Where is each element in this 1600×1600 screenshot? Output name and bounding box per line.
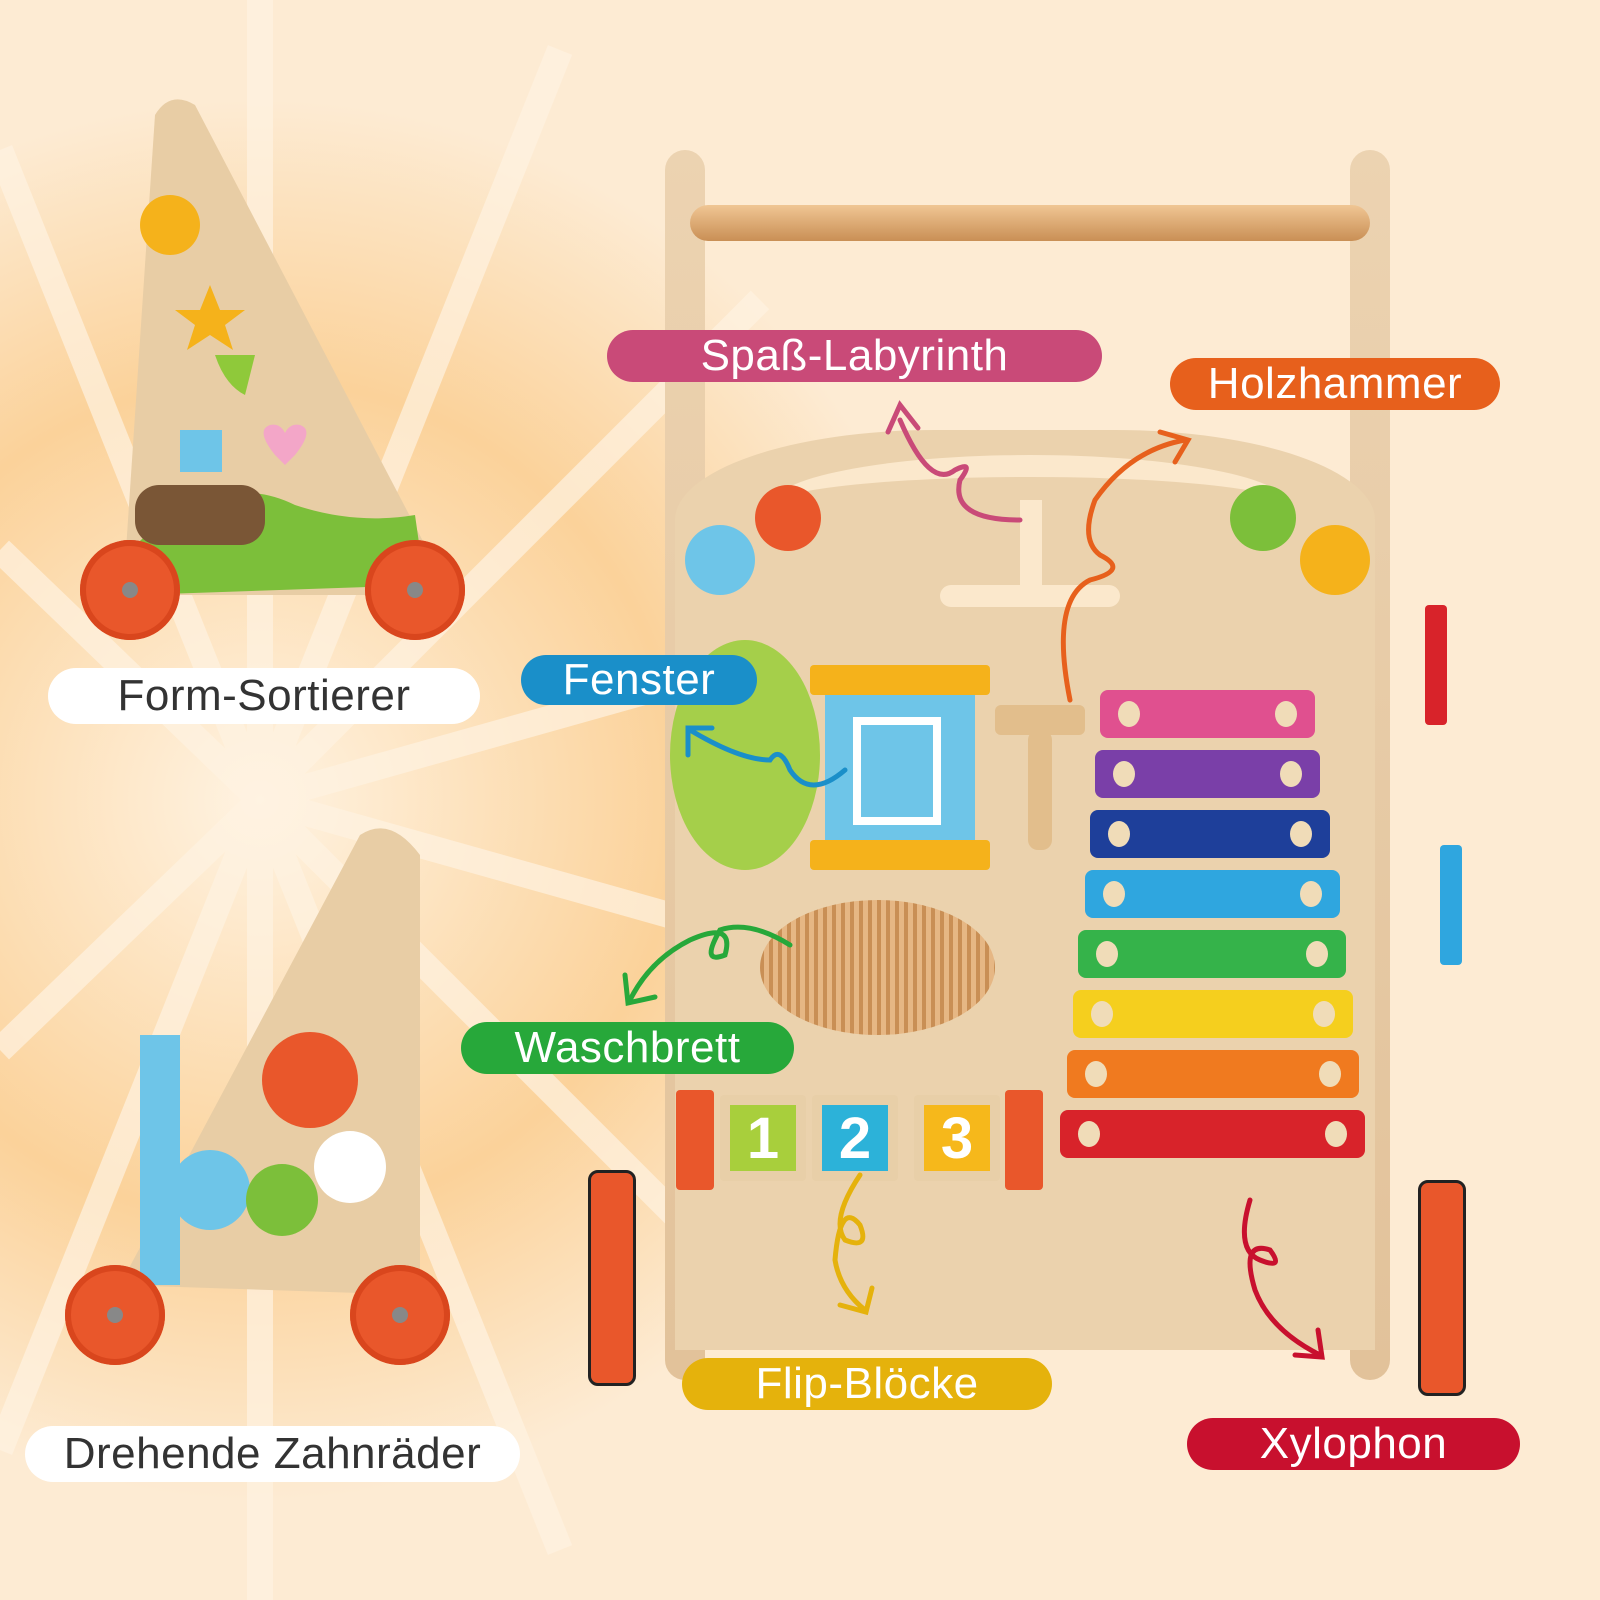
wheel-right: [350, 1265, 450, 1365]
green-gear-icon: [246, 1164, 318, 1236]
star-shape-icon: [175, 285, 245, 350]
window-frame-bottom: [810, 840, 990, 870]
flip-block-3-number: 3: [924, 1105, 990, 1171]
xylophone-bar-blue[interactable]: [1085, 870, 1340, 918]
white-gear-icon: [314, 1131, 386, 1203]
xylophone-bar-yellow[interactable]: [1073, 990, 1353, 1038]
xylophone-bar-red[interactable]: [1060, 1110, 1365, 1158]
window-panel: [825, 695, 975, 840]
heart-shape-icon: [263, 424, 307, 465]
flip-block-end-left: [676, 1090, 714, 1190]
side-view-gears: [60, 815, 450, 1375]
label-xylophone: Xylophon: [1187, 1418, 1520, 1470]
wheel-left: [65, 1265, 165, 1365]
maze-slot-vertical: [1020, 500, 1042, 600]
orange-gear-icon: [262, 1032, 358, 1128]
label-gears: Drehende Zahnräder: [25, 1426, 520, 1482]
xylophone-bar-green[interactable]: [1078, 930, 1346, 978]
washboard-panel: [760, 900, 995, 1035]
flip-block-2[interactable]: 2: [812, 1095, 898, 1181]
giraffe-icon: [140, 195, 200, 255]
wedge-shape-icon: [215, 355, 255, 395]
squirrel-bead-icon: [755, 485, 821, 551]
front-wheel-left: [588, 1170, 636, 1386]
flip-block-1-number: 1: [730, 1105, 796, 1171]
label-flip-blocks: Flip-Blöcke: [682, 1358, 1052, 1410]
handle-bar: [690, 205, 1370, 241]
wheel-left: [80, 540, 180, 640]
window-frame-top: [810, 665, 990, 695]
side-view-shape-sorter: [80, 85, 465, 645]
xylophone-bar-pink[interactable]: [1100, 690, 1315, 738]
wheel-right: [365, 540, 465, 640]
side-gear-red: [1425, 605, 1447, 725]
maze-slot-horizontal: [940, 585, 1120, 607]
flip-block-3[interactable]: 3: [914, 1095, 1000, 1181]
xylophone-bar-navy[interactable]: [1090, 810, 1330, 858]
bird-bead-icon: [1230, 485, 1296, 551]
xylophone-bar-orange[interactable]: [1067, 1050, 1359, 1098]
label-window: Fenster: [521, 655, 757, 705]
flip-block-1[interactable]: 1: [720, 1095, 806, 1181]
flip-block-2-number: 2: [822, 1105, 888, 1171]
front-wheel-right: [1418, 1180, 1466, 1396]
label-hammer: Holzhammer: [1170, 358, 1500, 410]
main-walker: 1 2 3: [580, 145, 1500, 1396]
label-labyrinth: Spaß-Labyrinth: [607, 330, 1102, 382]
side-gear-blue: [1440, 845, 1462, 965]
label-shape-sorter: Form-Sortierer: [48, 668, 480, 724]
flip-block-end-right: [1005, 1090, 1043, 1190]
flower-bead-icon: [1300, 525, 1370, 595]
square-shape-icon: [180, 430, 222, 472]
acorn-bead-icon: [685, 525, 755, 595]
label-washboard: Waschbrett: [461, 1022, 794, 1074]
shape-sorter-panel: [125, 99, 430, 595]
gears-panel: [120, 828, 420, 1295]
blue-gear-icon: [170, 1150, 250, 1230]
hammer-handle: [1028, 730, 1052, 850]
xylophone-bar-purple[interactable]: [1095, 750, 1320, 798]
